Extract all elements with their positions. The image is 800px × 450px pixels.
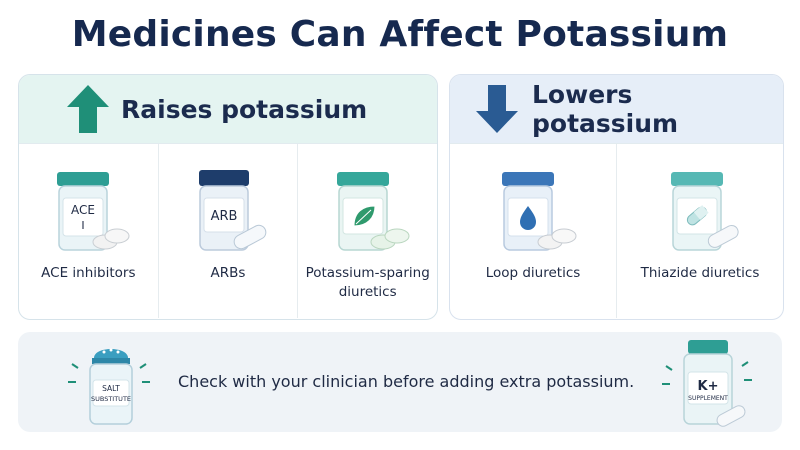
medicine-item-thiazide-diuretics: Thiazide diuretics [616,144,783,318]
raises-heading: Raises potassium [121,94,368,124]
arrow-down-icon [476,85,518,133]
arrow-up-icon [67,85,109,133]
leaf-icon [353,205,376,227]
advice-message: Check with your clinician before adding … [178,372,635,391]
medicine-label: Thiazide diuretics [640,265,760,281]
lowers-heading: Lowers potassium [532,80,679,138]
pill-bottle-icon [671,172,739,251]
medicine-label: ACE inhibitors [41,265,136,281]
raises-header: Raises potassium [19,75,437,144]
salt-shaker-icon: SALT SUBSTITUTE [68,348,150,425]
medicine-label: Potassium-sparing diuretics [305,265,430,300]
bottle-label-line-2: I [82,219,85,232]
medicine-item-potassium-sparing-diuretics: Potassium-sparing diuretics [297,144,437,318]
medicine-item-ace-inhibitors: ACE I ACE inhibitors [19,144,158,318]
pill-bottle-icon: ARB [199,170,267,251]
page-title: Medicines Can Affect Potassium [71,14,729,55]
medicine-label: ARBs [210,265,246,281]
water-drop-icon [520,206,536,230]
salt-label-line-1: SALT [102,384,120,393]
medicine-item-loop-diuretics: Loop diuretics [450,144,616,318]
salt-label-line-2: SUBSTITUTE [91,395,131,403]
pill-bottle-icon: ACE I [57,172,130,251]
supplement-bottle-icon: K+ SUPPLEMENT [662,340,752,427]
pill-bottle-icon [336,172,410,251]
bottle-label-line-1: ARB [211,209,238,224]
lowers-header: Lowers potassium [450,75,783,144]
supplement-label-line-2: SUPPLEMENT [688,395,728,402]
lowers-potassium-panel: Lowers potassium Loop diuretics [449,74,784,320]
bottle-label-line-1: ACE [71,203,95,217]
advice-banner: SALT SUBSTITUTE Check with your clinicia… [18,332,782,432]
medicine-item-arbs: ARB ARBs [157,144,298,318]
supplement-label-line-1: K+ [698,379,719,394]
raises-potassium-panel: Raises potassium ACE I ACE inhibitors AR… [18,74,438,320]
capsule-icon [686,205,709,226]
medicine-label: Loop diuretics [485,265,581,281]
pill-bottle-icon [502,172,577,251]
